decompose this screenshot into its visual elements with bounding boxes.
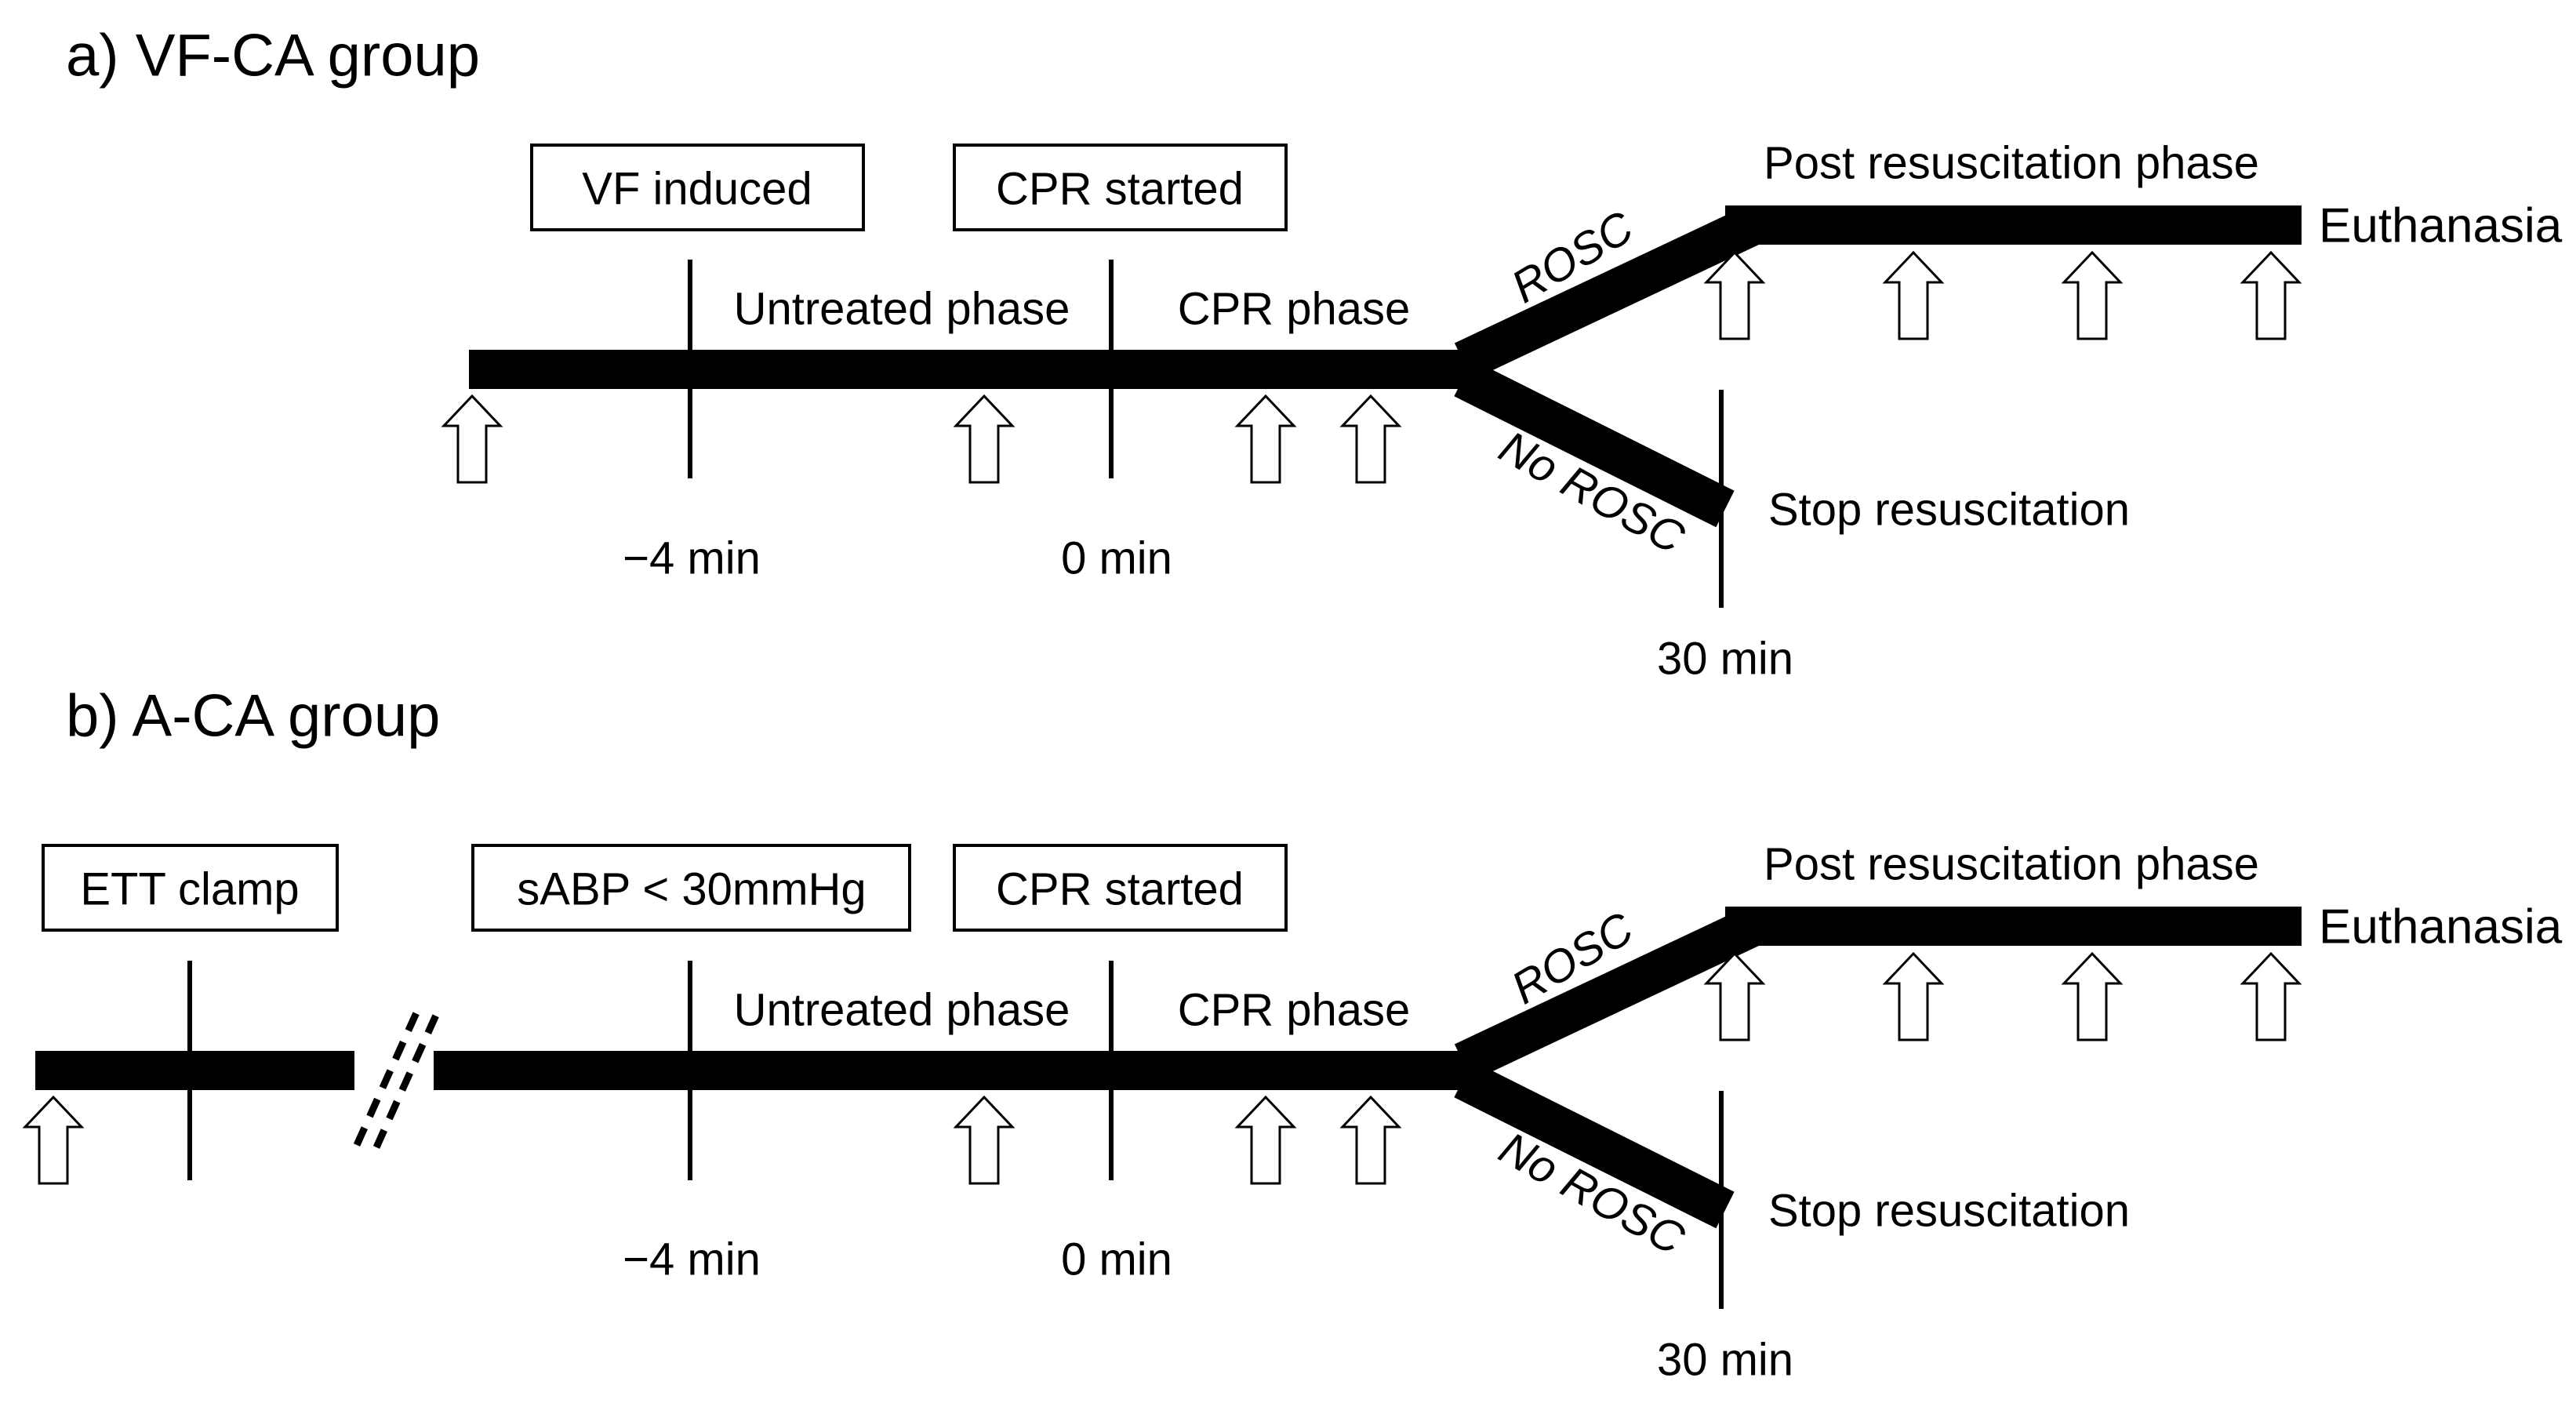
panel-b: b) A-CA group ETT clamp sABP < 30mmHg CP…	[24, 683, 2563, 1386]
up-arrow-icon	[1341, 1096, 1401, 1185]
rosc-branch-bar-b	[1454, 907, 1762, 1081]
up-arrow-icon	[1884, 251, 1943, 340]
panel-a: a) VF-CA group VF induced CPR started Un…	[66, 23, 2563, 685]
cpr-phase-label-b: CPR phase	[1178, 985, 1411, 1036]
time-thirty-label-a: 30 min	[1657, 634, 1793, 685]
timeline-bar-b	[434, 1051, 1480, 1090]
vf-induced-box	[530, 144, 865, 231]
up-arrow-icon	[2062, 952, 2122, 1041]
sabp-label: sABP < 30mmHg	[517, 864, 866, 915]
up-arrow-icon	[24, 1096, 83, 1185]
timeline-bar-b-start	[35, 1051, 354, 1090]
panel-a-title: a) VF-CA group	[66, 23, 480, 89]
cpr-phase-label-a: CPR phase	[1178, 284, 1411, 335]
post-resuscitation-phase-label-a: Post resuscitation phase	[1764, 138, 2259, 189]
up-arrow-icon	[1705, 952, 1764, 1041]
post-resuscitation-bar-b	[1725, 907, 2302, 946]
cpr-started-box-a	[953, 144, 1288, 231]
timeline-bar-a	[469, 350, 1480, 389]
stop-resuscitation-label-b: Stop resuscitation	[1768, 1186, 2130, 1237]
timeline-break-mark	[353, 1008, 422, 1147]
time-minus4-label-b: −4 min	[623, 1234, 761, 1285]
timeline-break-mark	[372, 1010, 441, 1149]
no-rosc-branch-bar-a	[1454, 359, 1735, 528]
cpr-started-box-b	[953, 844, 1288, 932]
time-zero-label-b: 0 min	[1061, 1234, 1172, 1285]
up-arrow-icon	[2062, 251, 2122, 340]
ett-clamp-label: ETT clamp	[80, 864, 299, 915]
up-arrow-icon	[954, 394, 1014, 484]
euthanasia-label-a: Euthanasia	[2319, 199, 2563, 253]
sabp-box	[471, 844, 911, 932]
stop-resuscitation-label-a: Stop resuscitation	[1768, 485, 2130, 536]
up-arrow-icon	[2241, 952, 2301, 1041]
cpr-started-label-a: CPR started	[996, 164, 1244, 215]
up-arrow-icon	[1884, 952, 1943, 1041]
up-arrow-icon	[1705, 251, 1764, 340]
up-arrow-icon	[1341, 394, 1401, 484]
time-minus4-label-a: −4 min	[623, 533, 761, 584]
up-arrow-icon	[954, 1096, 1014, 1185]
ett-clamp-box	[42, 844, 339, 932]
post-resuscitation-bar-a	[1725, 205, 2302, 245]
cpr-started-label-b: CPR started	[996, 864, 1244, 915]
rosc-branch-bar-a	[1454, 206, 1762, 380]
time-zero-label-a: 0 min	[1061, 533, 1172, 584]
time-thirty-label-b: 30 min	[1657, 1335, 1793, 1386]
up-arrow-icon	[2241, 251, 2301, 340]
euthanasia-label-b: Euthanasia	[2319, 900, 2563, 954]
up-arrow-icon	[1236, 1096, 1295, 1185]
untreated-phase-label-b: Untreated phase	[734, 985, 1070, 1036]
panel-b-title: b) A-CA group	[66, 683, 440, 750]
up-arrow-icon	[442, 394, 502, 484]
untreated-phase-label-a: Untreated phase	[734, 284, 1070, 335]
no-rosc-branch-bar-b	[1454, 1060, 1735, 1229]
up-arrow-icon	[1236, 394, 1295, 484]
vf-induced-label: VF induced	[582, 164, 812, 215]
post-resuscitation-phase-label-b: Post resuscitation phase	[1764, 839, 2259, 890]
